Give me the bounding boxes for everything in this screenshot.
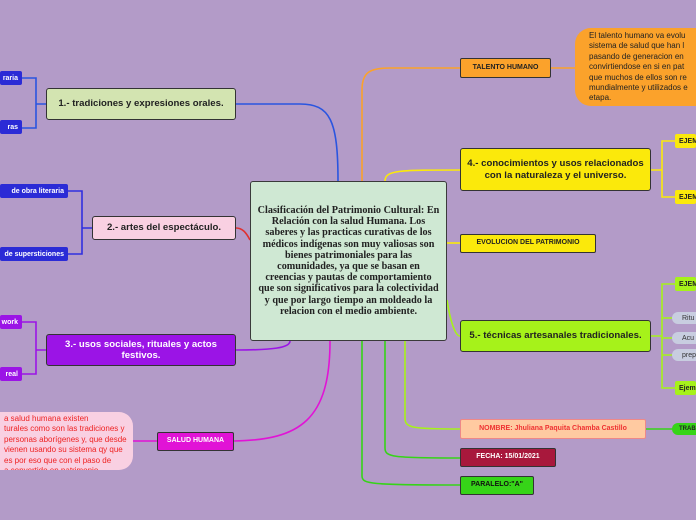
connector-tecnicas bbox=[446, 299, 461, 337]
chip-ejemplo-2[interactable]: EJEM bbox=[675, 190, 696, 204]
chip-work[interactable]: work bbox=[0, 315, 22, 329]
chip-raria[interactable]: raria bbox=[0, 71, 22, 85]
chip-obra-literaria[interactable]: de obra literaria bbox=[0, 184, 68, 198]
talento-humano-note[interactable]: El talento humano va evolu sistema de sa… bbox=[575, 28, 696, 106]
chip-acupuntura[interactable]: Acu bbox=[672, 332, 696, 344]
connector-conocimientos bbox=[384, 169, 461, 182]
chip-ras[interactable]: ras bbox=[0, 120, 22, 134]
connector-usos bbox=[235, 340, 291, 351]
chip-trabajo[interactable]: TRABA bbox=[672, 423, 696, 435]
node-salud-humana[interactable]: SALUD HUMANA bbox=[157, 432, 234, 451]
connector-salud bbox=[233, 340, 331, 442]
connector-artes bbox=[235, 227, 251, 241]
connector-talento bbox=[361, 67, 460, 181]
node-paralelo[interactable]: PARALELO:"A" bbox=[460, 476, 534, 495]
salud-humana-note[interactable]: a salud humana existen turales como son … bbox=[0, 412, 133, 470]
chip-ejemplo-3[interactable]: EJEM bbox=[675, 277, 696, 291]
chip-ejemplo-4[interactable]: Ejem bbox=[675, 381, 696, 395]
chip-ejemplo-1[interactable]: EJEM bbox=[675, 134, 696, 148]
node-evolucion[interactable]: EVOLUCION DEL PATRIMONIO bbox=[460, 234, 596, 253]
node-artes[interactable]: 2.- artes del espectáculo. bbox=[92, 216, 236, 240]
node-usos[interactable]: 3.- usos sociales, rituales y actos fest… bbox=[46, 334, 236, 366]
node-talento-humano[interactable]: TALENTO HUMANO bbox=[460, 58, 551, 78]
chip-supersticiones[interactable]: de supersticiones bbox=[0, 247, 68, 261]
connector-paralelo bbox=[361, 341, 461, 486]
node-conocimientos[interactable]: 4.- conocimientos y usos relacionados co… bbox=[460, 148, 651, 191]
connector-fecha bbox=[384, 341, 461, 459]
connector-nombre bbox=[404, 341, 461, 430]
node-fecha[interactable]: FECHA: 15/01/2021 bbox=[460, 448, 556, 467]
node-tradiciones[interactable]: 1.- tradiciones y expresiones orales. bbox=[46, 88, 236, 120]
chip-real[interactable]: real bbox=[0, 367, 22, 381]
node-tecnicas[interactable]: 5.- técnicas artesanales tradicionales. bbox=[460, 320, 651, 352]
connector-tradiciones bbox=[236, 103, 339, 182]
chip-rituales[interactable]: Ritu bbox=[672, 312, 696, 324]
node-nombre[interactable]: NOMBRE: Jhuliana Paquita Chamba Castillo bbox=[460, 419, 646, 439]
chip-preparados[interactable]: prep bbox=[672, 349, 696, 361]
central-topic[interactable]: Clasificación del Patrimonio Cultural: E… bbox=[250, 181, 447, 341]
